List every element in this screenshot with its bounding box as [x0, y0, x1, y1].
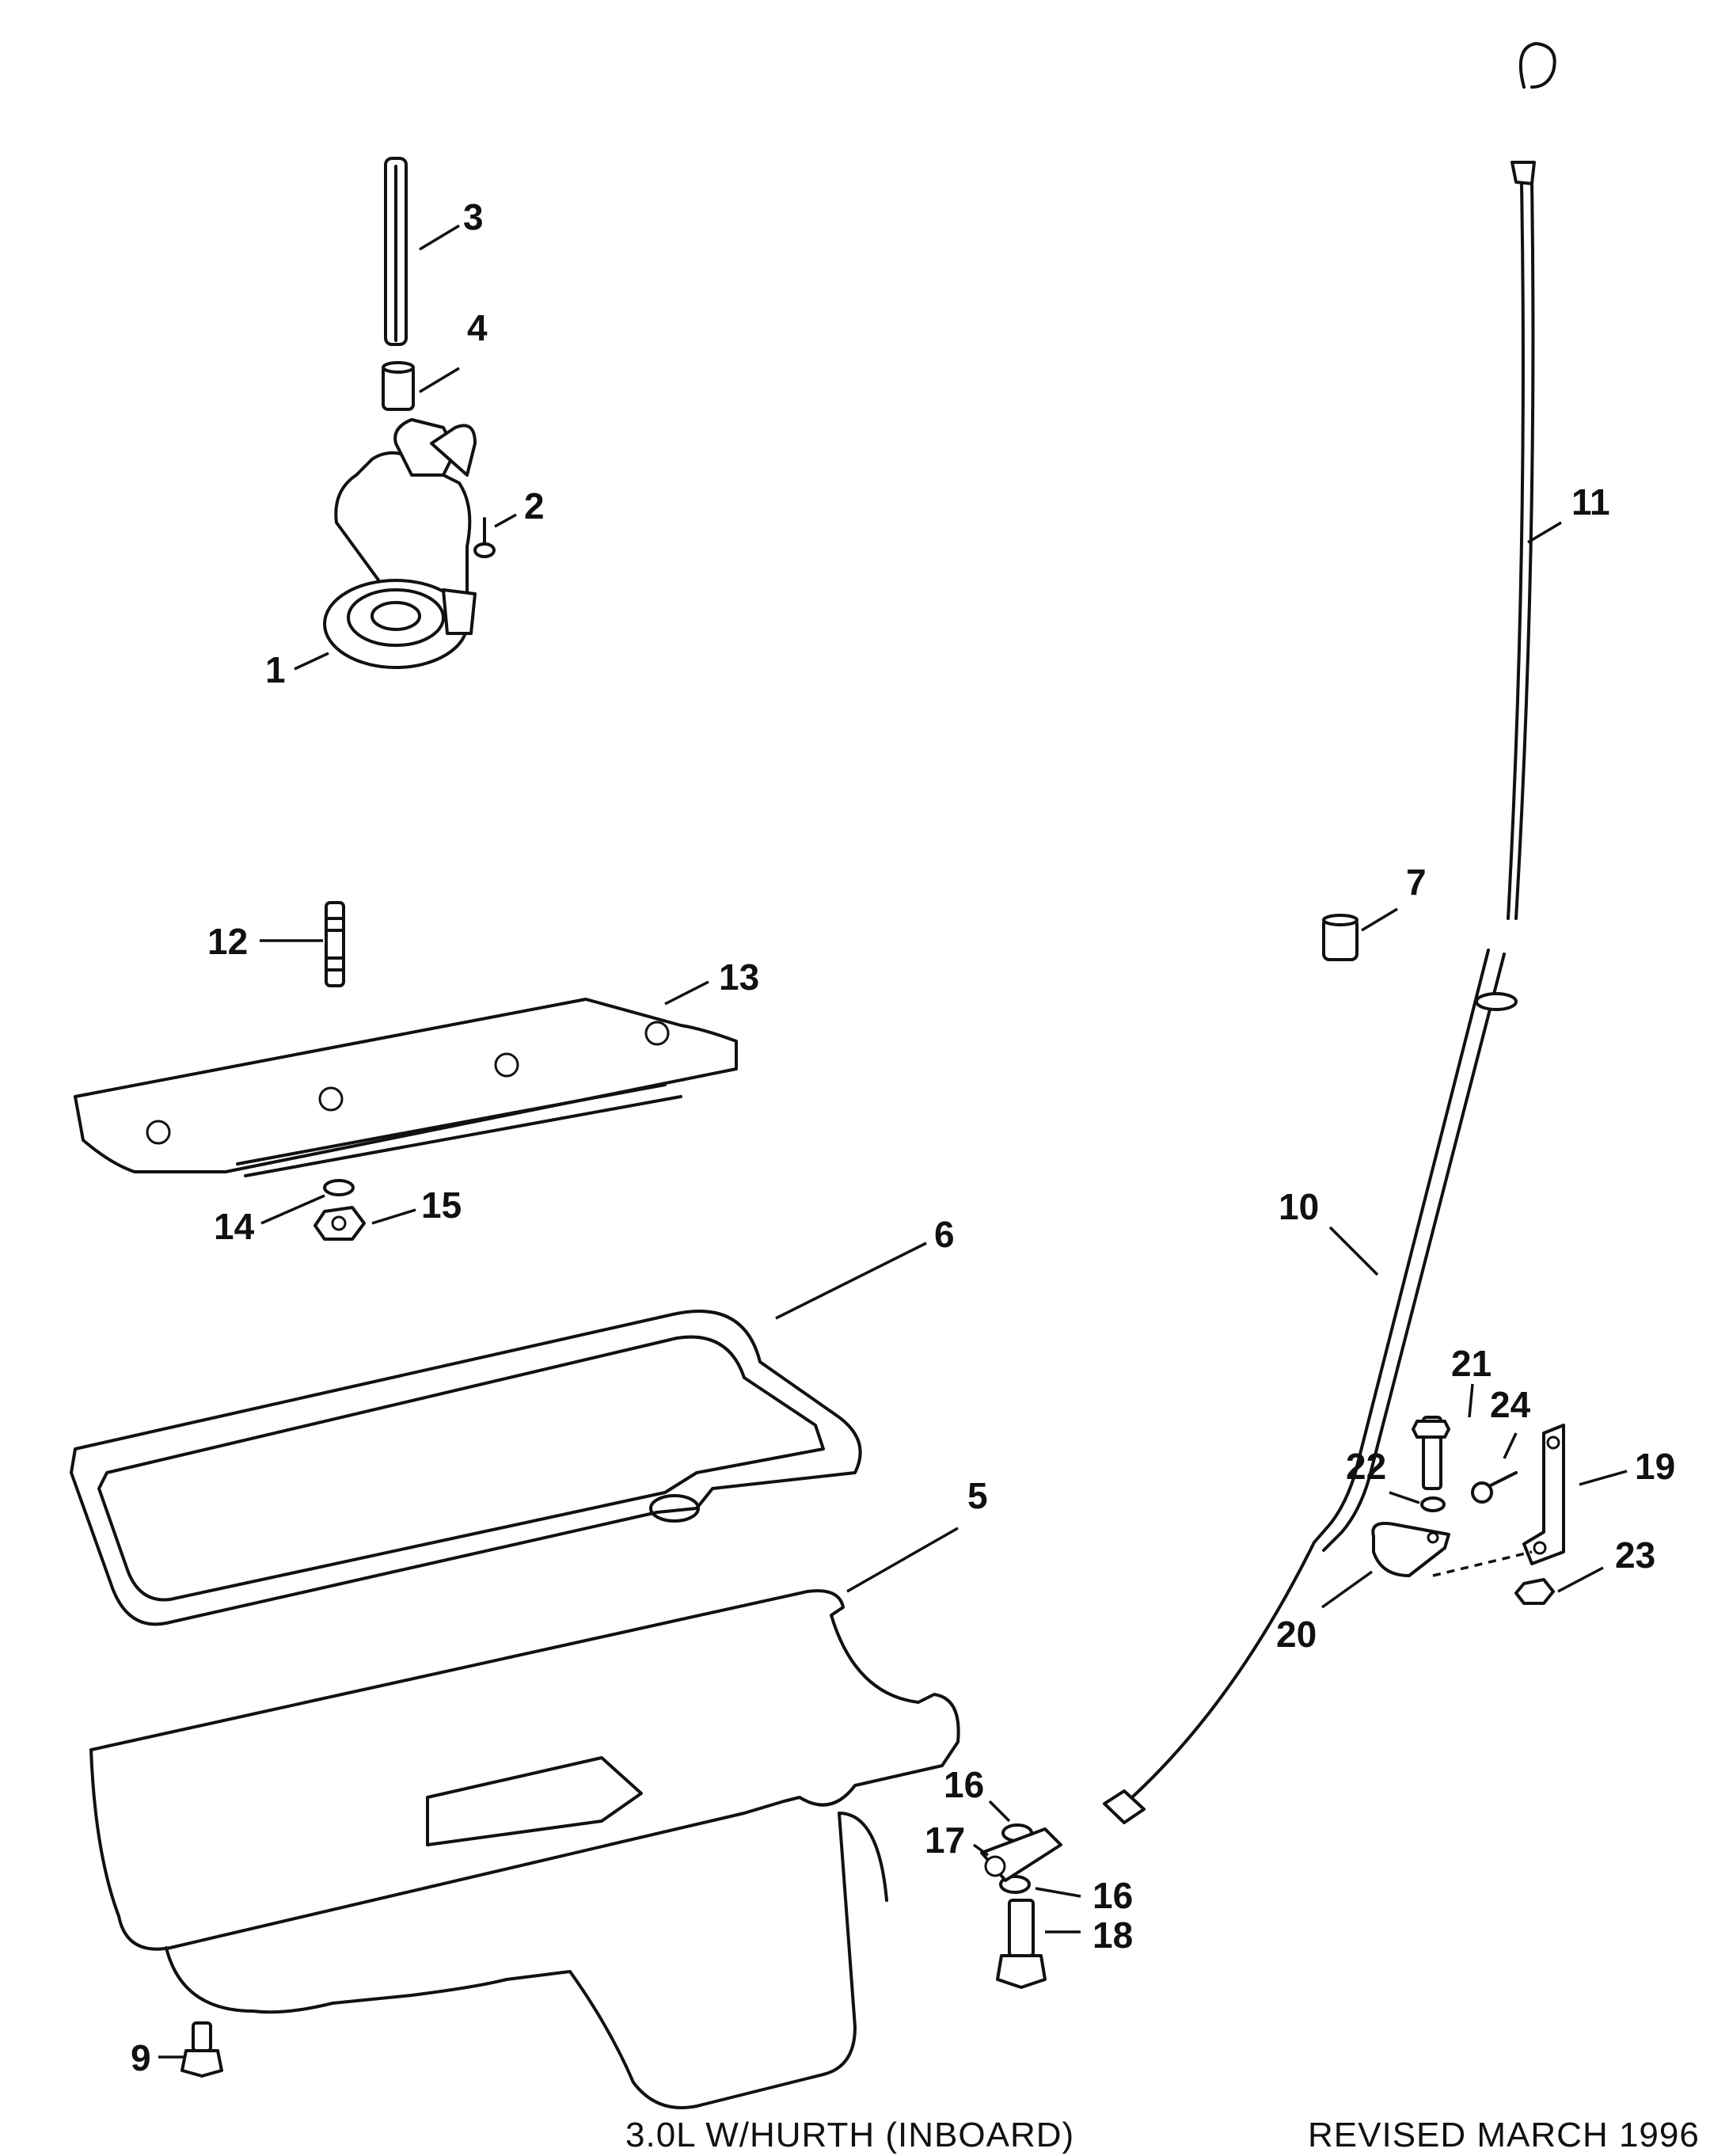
- callout-23: 23: [1615, 1534, 1655, 1576]
- part-22-washer: [1420, 1496, 1446, 1512]
- callout-20: 20: [1276, 1614, 1317, 1655]
- part-23-nut: [1514, 1578, 1555, 1605]
- callout-2: 2: [524, 485, 545, 527]
- callout-7: 7: [1406, 861, 1427, 903]
- footer-revision-date: REVISED MARCH 1996: [1308, 2116, 1700, 2154]
- part-12-stud: [325, 901, 345, 987]
- callout-1: 1: [265, 649, 286, 690]
- part-1-oil-pump: [323, 418, 477, 669]
- callout-5: 5: [967, 1475, 988, 1516]
- part-24-screw: [1471, 1471, 1518, 1504]
- callout-3: 3: [463, 196, 484, 238]
- callout-18: 18: [1092, 1915, 1133, 1956]
- part-14-washer: [323, 1179, 355, 1196]
- callout-10: 10: [1279, 1186, 1319, 1227]
- part-18-adapter: [996, 1899, 1047, 1989]
- part-17-fitting: [980, 1827, 1062, 1882]
- part-11-dipstick: [1507, 42, 1556, 920]
- callout-14: 14: [214, 1206, 255, 1247]
- callout-17: 17: [925, 1819, 965, 1861]
- footer-engine-model: 3.0L W/HURTH (INBOARD): [625, 2116, 1075, 2154]
- callout-21: 21: [1451, 1343, 1492, 1384]
- part-13-baffle-plate: [74, 998, 738, 1177]
- callout-13: 13: [719, 956, 759, 998]
- callout-15: 15: [421, 1184, 462, 1226]
- part-19-bracket: [1522, 1424, 1565, 1565]
- part-15-nut: [314, 1206, 366, 1241]
- part-3-pickup-shaft: [384, 157, 408, 346]
- part-9-drain-plug: [180, 2021, 223, 2078]
- callout-4: 4: [467, 307, 488, 348]
- callout-24: 24: [1490, 1384, 1531, 1425]
- callout-12: 12: [207, 921, 248, 962]
- callout-9: 9: [131, 2037, 151, 2078]
- part-7-sleeve: [1322, 914, 1358, 961]
- part-20-clamp: [1371, 1522, 1450, 1577]
- callout-16-upper: 16: [944, 1764, 984, 1805]
- callout-22: 22: [1346, 1446, 1386, 1487]
- callout-11: 11: [1571, 481, 1610, 523]
- callout-6: 6: [934, 1214, 955, 1255]
- part-10-dipstick-tube: [1103, 949, 1518, 1824]
- callout-labels: 1 2 3 4 5 6 7 9 10 11 12 13 14 15 16 16 …: [131, 196, 1675, 2078]
- part-6-oil-pan-gasket: [70, 1310, 862, 1626]
- part-5-oil-pan: [89, 1589, 960, 2109]
- callout-19: 19: [1635, 1446, 1675, 1487]
- part-2-screw: [473, 517, 496, 558]
- callout-16-lower: 16: [1092, 1875, 1133, 1916]
- part-21-bolt: [1412, 1416, 1450, 1490]
- part-4-sleeve: [382, 361, 415, 411]
- leader-lines: [158, 224, 1628, 2059]
